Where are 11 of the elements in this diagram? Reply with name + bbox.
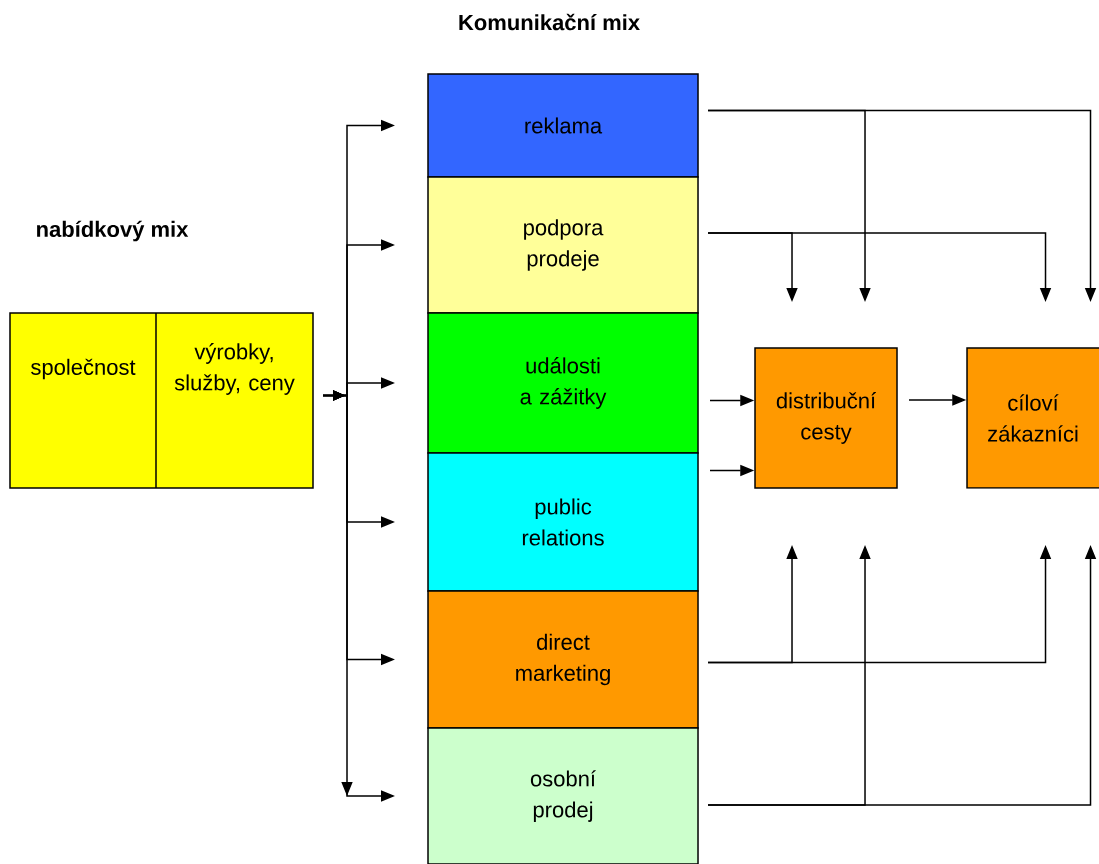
process-box: cíloví zákazníci [966,347,1099,489]
title: Komunikační mix [459,13,640,31]
process-box: události a zážitky [427,312,699,454]
process-box: reklama [427,73,699,178]
process-box: public relations [427,452,699,592]
process-box: distribuční cesty [754,347,898,489]
process-box: osobní prodej [427,727,699,864]
process-box: direct marketing [427,590,699,729]
heading: nabídkový mix [37,220,189,242]
table-box: společnost výrobky, služby, ceny [9,312,314,489]
process-box: podpora prodeje [427,176,699,314]
